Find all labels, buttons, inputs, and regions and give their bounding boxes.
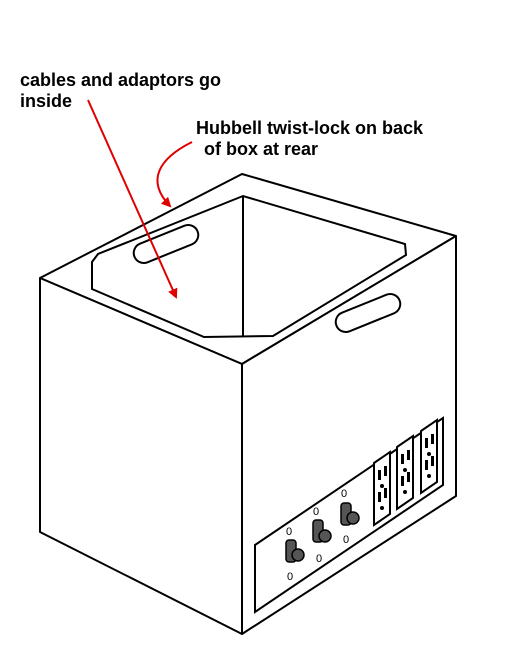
callout-cables-line2: inside xyxy=(20,91,73,111)
switch-2 xyxy=(312,519,332,543)
arrow-cables xyxy=(87,99,178,299)
outlet-1 xyxy=(373,450,391,527)
callout-cables: cables and adaptors go inside xyxy=(20,70,221,112)
switch-3 xyxy=(340,502,360,526)
callout-hubbell-line1: Hubbell twist-lock on back xyxy=(196,118,424,138)
callout-hubbell-line2: of box at rear xyxy=(204,139,319,159)
switch-1-label-bottom: 0 xyxy=(287,571,293,583)
callout-cables-line1: cables and adaptors go xyxy=(20,70,222,90)
callout-hubbell: Hubbell twist-lock on back of box at rea… xyxy=(196,118,423,160)
switch-3-label-top: 0 xyxy=(341,488,347,500)
handle-right xyxy=(334,293,402,333)
switch-3-label-bottom: 0 xyxy=(343,534,349,546)
outlet-3 xyxy=(420,418,438,495)
switch-2-label-top: 0 xyxy=(313,506,319,518)
handle-left xyxy=(132,224,200,264)
switch-2-label-bottom: 0 xyxy=(316,553,322,565)
switch-1-label-top: 0 xyxy=(286,526,292,538)
outlet-2 xyxy=(396,434,414,511)
switch-1 xyxy=(285,539,305,563)
arrow-hubbell xyxy=(156,141,193,208)
